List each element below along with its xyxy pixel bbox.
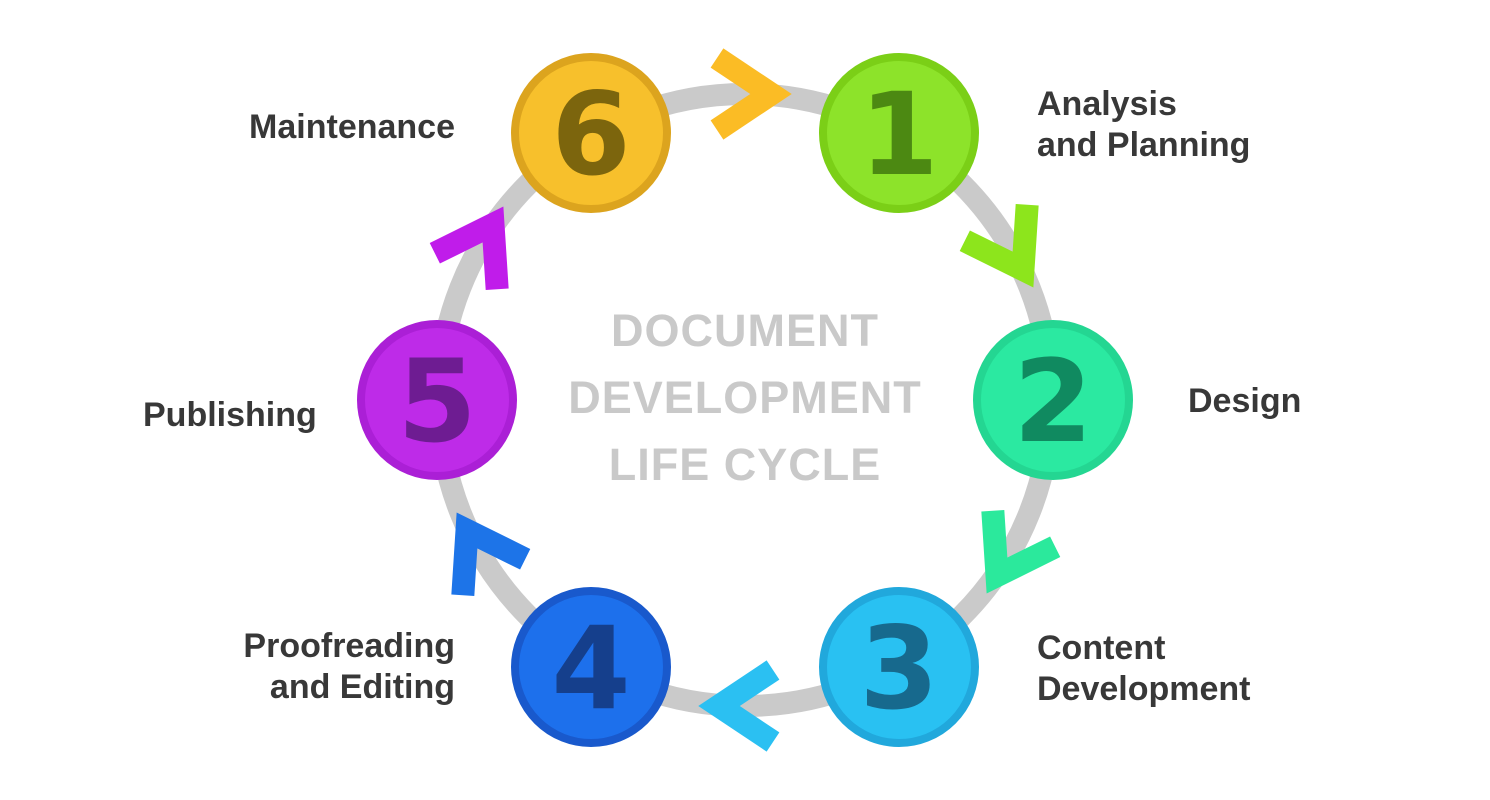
step-label-content-development: Content Development <box>1037 628 1251 710</box>
step-label-line: Content <box>1037 629 1166 667</box>
diagram-title: DOCUMENT DEVELOPMENT LIFE CYCLE <box>495 297 995 498</box>
arrow-6-to-1-icon <box>710 48 792 140</box>
diagram-title-line-3: LIFE CYCLE <box>608 439 882 490</box>
step-circle-5-shape <box>357 320 517 480</box>
step-circle-4-shape <box>511 587 671 747</box>
step-circle-3-shape <box>819 587 979 747</box>
step-circle-1: 1 <box>819 53 979 213</box>
step-label-line: and Planning <box>1037 126 1251 164</box>
step-circle-3: 3 <box>819 587 979 747</box>
step-label-line: Maintenance <box>249 108 455 146</box>
step-label-proofreading-and-editing: Proofreading and Editing <box>155 626 455 708</box>
step-number-1: 1 <box>859 68 938 201</box>
arrow-3-to-4-icon <box>698 660 780 752</box>
step-label-line: Publishing <box>143 396 317 434</box>
step-number-2: 2 <box>1013 335 1092 468</box>
step-label-line: Analysis <box>1037 85 1177 123</box>
step-label-analysis-and-planning: Analysis and Planning <box>1037 84 1250 166</box>
step-label-design: Design <box>1188 381 1301 422</box>
step-circle-1-shape <box>819 53 979 213</box>
step-circle-5: 5 <box>357 320 517 480</box>
step-label-line: and Editing <box>269 668 455 706</box>
arrow-5-to-6-icon <box>429 206 509 290</box>
step-circle-2: 2 <box>973 320 1133 480</box>
step-circle-6: 6 <box>511 53 671 213</box>
step-label-maintenance: Maintenance <box>155 107 455 148</box>
step-number-6: 6 <box>551 68 630 201</box>
arrow-4-to-5-icon <box>451 512 531 596</box>
diagram-title-line-2: DEVELOPMENT <box>568 372 922 423</box>
step-label-publishing: Publishing <box>143 395 317 436</box>
arrow-1-to-2-icon <box>959 204 1039 288</box>
step-label-line: Design <box>1188 382 1302 420</box>
step-number-5: 5 <box>397 335 476 468</box>
step-number-4: 4 <box>551 602 630 735</box>
step-circle-6-shape <box>511 53 671 213</box>
arrow-2-to-3-icon <box>981 510 1061 594</box>
step-label-line: Development <box>1037 670 1251 708</box>
step-number-3: 3 <box>859 602 938 735</box>
step-circle-2-shape <box>973 320 1133 480</box>
step-label-line: Proofreading <box>243 627 455 665</box>
step-circle-4: 4 <box>511 587 671 747</box>
diagram-title-line-1: DOCUMENT <box>611 305 879 356</box>
